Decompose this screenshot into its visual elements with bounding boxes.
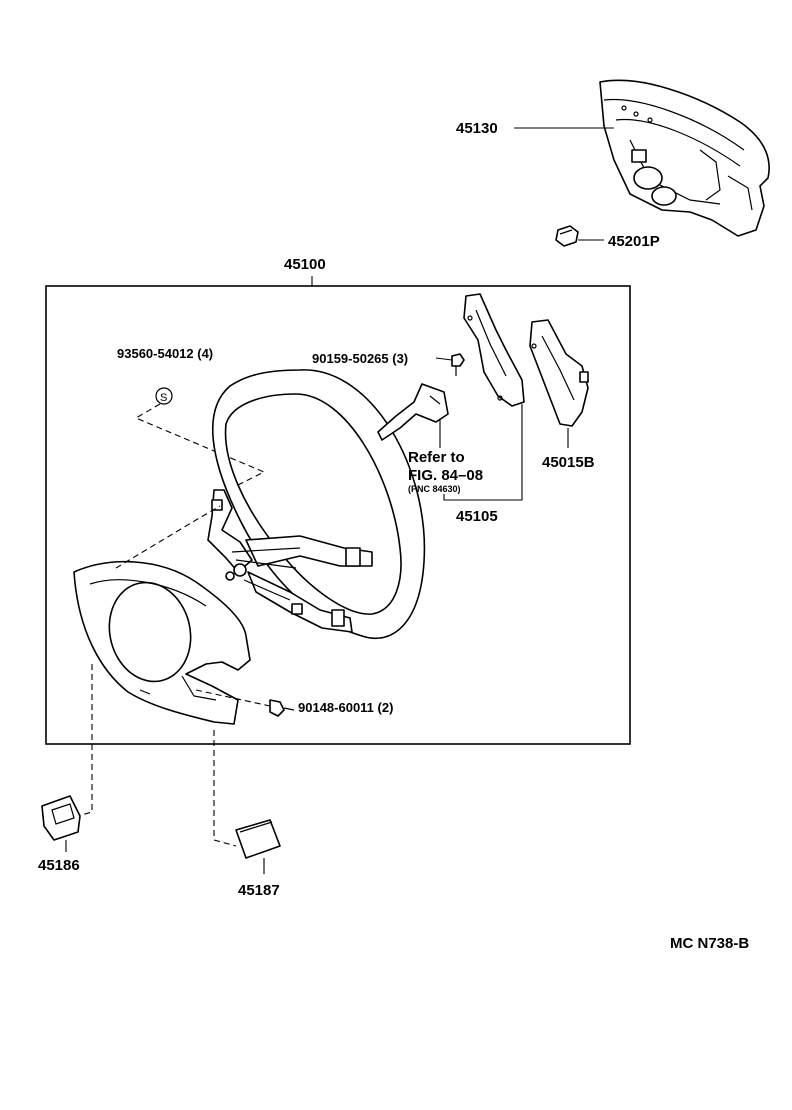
label-45187: 45187 — [238, 882, 280, 899]
refer-pnc-label: (PNC 84630) — [408, 484, 461, 494]
refer-fig-label: FIG. 84–08 — [408, 467, 483, 484]
cover-45187[interactable] — [235, 819, 281, 859]
switch-plate-45015b[interactable] — [529, 319, 589, 427]
cruise-switch[interactable] — [377, 383, 449, 441]
assembly-frame-45100 — [45, 285, 631, 745]
label-45105: 45105 — [456, 508, 498, 525]
label-90148: 90148-60011 (2) — [298, 700, 393, 715]
screw-90148[interactable] — [269, 699, 295, 717]
lower-cover[interactable] — [73, 560, 251, 725]
label-45100: 45100 — [284, 256, 326, 273]
bolt-90159[interactable] — [451, 353, 465, 376]
steering-wheel[interactable] — [207, 369, 426, 640]
drawing-code: MC N738-B — [670, 935, 749, 952]
refer-to-label: Refer to — [408, 449, 465, 466]
airbag-pad-45130[interactable] — [599, 79, 770, 237]
label-45201p: 45201P — [608, 233, 660, 250]
label-90159: 90159-50265 (3) — [312, 351, 408, 366]
label-45130: 45130 — [456, 120, 498, 137]
nut-45201p[interactable] — [555, 225, 579, 247]
label-45186: 45186 — [38, 857, 80, 874]
s-mark-icon: S — [155, 387, 173, 405]
clip-45186[interactable] — [41, 795, 81, 841]
label-45015b: 45015B — [542, 454, 595, 471]
svg-text:S: S — [160, 392, 167, 404]
switch-plate-45105[interactable] — [463, 293, 525, 407]
label-93560: 93560-54012 (4) — [117, 346, 213, 361]
